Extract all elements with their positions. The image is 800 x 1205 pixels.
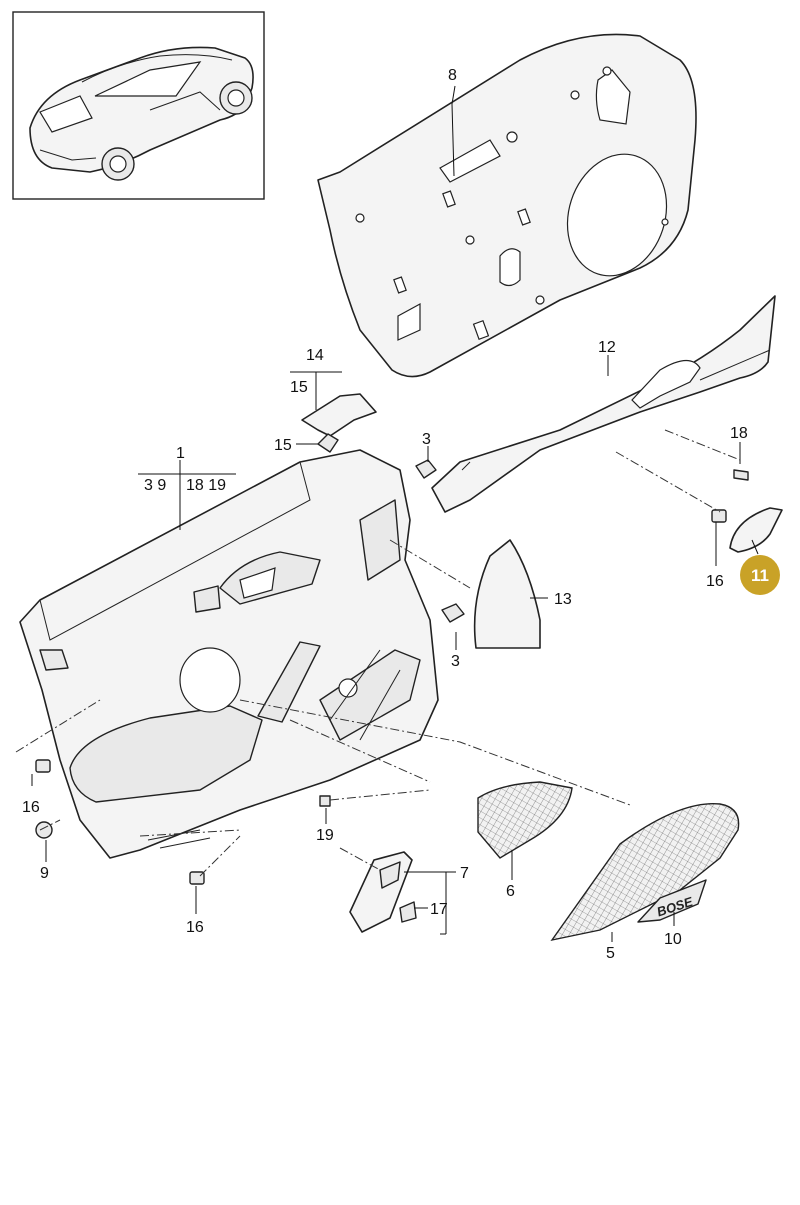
part-3-clip — [415, 459, 465, 623]
label-15-upper: 15 — [290, 379, 308, 396]
highlight-callout-11[interactable]: 11 — [740, 555, 780, 595]
part-8-membrane — [317, 33, 697, 378]
assembly-lines — [15, 429, 741, 877]
leader-lines — [31, 85, 759, 942]
label-6: 6 — [506, 883, 515, 900]
part-1-door-panel — [19, 449, 439, 859]
part-11-cap — [729, 507, 783, 553]
label-3-lower: 3 — [451, 653, 460, 670]
label-1-sub: 3 9 — [144, 477, 166, 494]
label-17: 17 — [430, 901, 448, 918]
label-19: 19 — [316, 827, 334, 844]
label-16-bottom: 16 — [186, 919, 204, 936]
part-14-bracket — [301, 393, 377, 453]
vehicle-thumbnail — [12, 11, 265, 200]
label-7: 7 — [460, 865, 469, 882]
highlight-badge[interactable] — [740, 555, 780, 595]
label-5: 5 — [606, 945, 615, 962]
part-16-screw — [35, 509, 727, 885]
label-8: 8 — [448, 67, 457, 84]
label-16-right: 16 — [706, 573, 724, 590]
label-18: 18 — [730, 425, 748, 442]
label-15-lower: 15 — [274, 437, 292, 454]
part-13-corner-trim — [473, 539, 541, 649]
part-6-speaker-grille — [477, 781, 573, 859]
part-9-clip — [35, 821, 53, 839]
label-9: 9 — [40, 865, 49, 882]
label-10: 10 — [664, 931, 682, 948]
label-1-sub2: 18 19 — [186, 477, 226, 494]
part-12-trim-strip — [431, 295, 776, 513]
part-7-switch-module — [349, 851, 417, 933]
label-16-left: 16 — [22, 799, 40, 816]
part-19-screw — [319, 795, 331, 807]
label-13: 13 — [554, 591, 572, 608]
label-3-upper: 3 — [422, 431, 431, 448]
label-14: 14 — [306, 347, 324, 364]
label-1: 1 — [176, 445, 185, 462]
label-12: 12 — [598, 339, 616, 356]
part-labels: 8 12 14 15 15 1 3 9 18 19 3 3 13 18 16 1… — [22, 67, 748, 962]
part-5-speaker-grille — [550, 802, 740, 942]
highlight-label: 11 — [751, 566, 769, 585]
part-18-screw — [733, 469, 749, 481]
